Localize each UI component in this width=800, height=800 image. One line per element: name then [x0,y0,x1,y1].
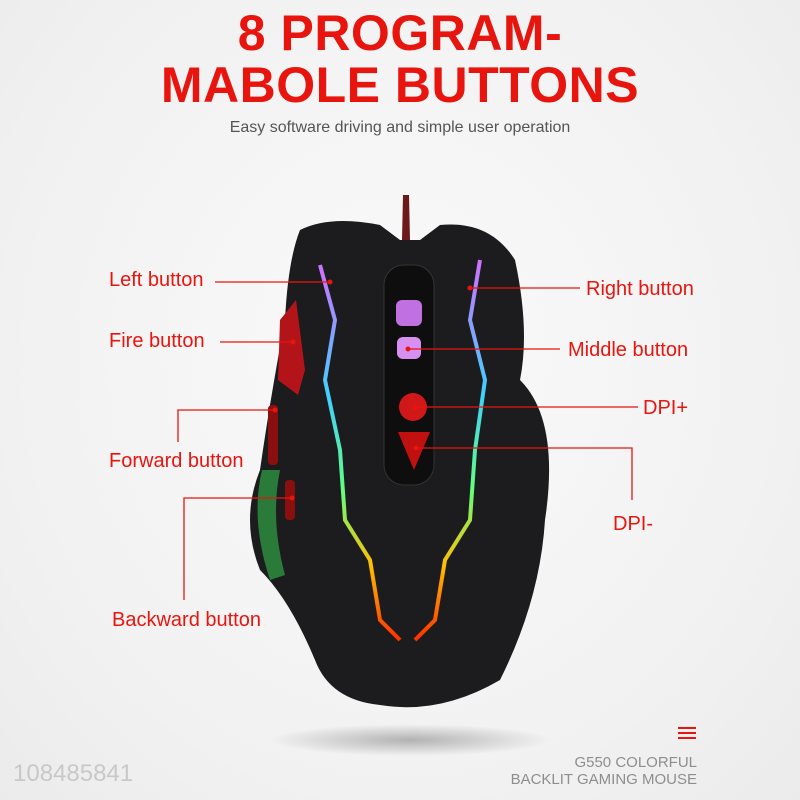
product-caption-line-2: BACKLIT GAMING MOUSE [510,771,697,788]
label-left-button: Left button [109,269,204,291]
label-right-button: Right button [586,278,694,300]
label-fire-button: Fire button [109,330,205,352]
headline-line-2: MABOLE BUTTONS [160,57,640,113]
scroll-wheel[interactable] [396,300,422,326]
mouse-shadow [270,724,550,756]
leader-dots [272,279,473,501]
label-dpi-plus: DPI+ [643,397,689,419]
backward-button[interactable] [285,480,295,520]
label-dpi-minus: DPI- [613,513,653,535]
right-light-pattern [413,259,488,642]
leader-lines [177,281,638,600]
watermark: 108485841 [13,760,134,787]
product-caption: G550 COLORFUL BACKLIT GAMING MOUSE [511,754,697,788]
label-middle-button: Middle button [568,339,689,361]
left-light-pattern [318,264,402,642]
forward-button[interactable] [268,405,278,465]
cable [402,195,410,240]
menu-lines-icon [678,727,696,742]
headline-line-1: 8 PROGRAM- [237,5,563,61]
product-caption-line-1: G550 COLORFUL [574,754,697,771]
fire-button[interactable] [278,300,305,395]
dpi-minus-button[interactable] [398,432,430,470]
label-forward-button: Forward button [109,450,244,472]
label-backward-button: Backward button [112,609,261,631]
subtitle: Easy software driving and simple user op… [229,119,571,136]
